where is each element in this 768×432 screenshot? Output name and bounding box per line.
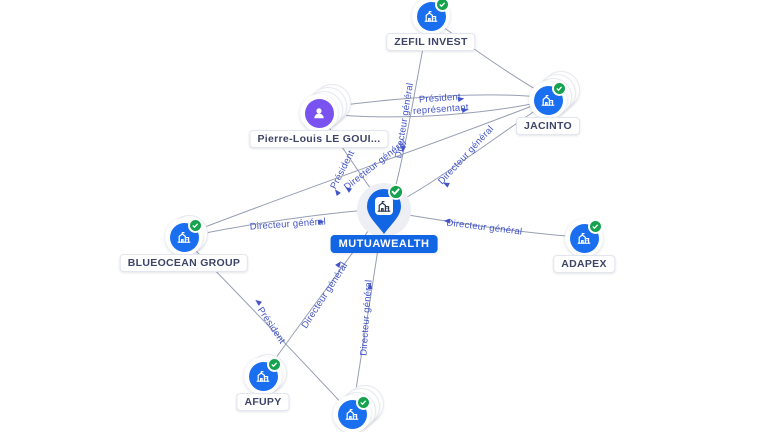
node-label-blueocean[interactable]: BLUEOCEAN GROUP <box>119 254 249 272</box>
edge-label: Directeur général <box>358 279 374 356</box>
person-avatar <box>300 94 338 132</box>
building-icon <box>337 399 367 429</box>
edge-direction-arrow-icon <box>400 145 407 153</box>
edge-direction-arrow-icon <box>345 187 352 193</box>
edge-label: Directeur général <box>300 261 351 331</box>
edge-mutua-adapex <box>389 211 581 238</box>
edge-blueocean-jacinto <box>191 101 543 233</box>
node-label-pierre[interactable]: Pierre-Louis LE GOUI... <box>249 130 389 148</box>
edge-direction-arrow-icon <box>461 107 469 113</box>
edge-label: Directeur général <box>436 124 496 187</box>
edge-direction-arrow-icon <box>317 219 325 225</box>
verified-check-icon <box>435 0 450 12</box>
person-icon <box>304 98 334 128</box>
edge-label: Président <box>255 305 288 346</box>
verified-check-icon <box>267 357 282 372</box>
edge-direction-arrow-icon <box>367 282 373 290</box>
edge-direction-arrow-icon <box>335 261 341 268</box>
edge-label: Directeur général <box>249 216 326 232</box>
map-pin-icon <box>349 167 419 250</box>
edge-direction-arrow-icon <box>255 299 262 306</box>
edge-direction-arrow-icon <box>334 189 341 196</box>
node-label-afupy[interactable]: AFUPY <box>236 393 290 411</box>
node-label-jacinto[interactable]: JACINTO <box>516 117 580 135</box>
edge-pierre-jacinto <box>327 94 541 108</box>
verified-check-icon <box>552 81 567 96</box>
node-label-mutua[interactable]: MUTUAWEALTH <box>330 235 438 253</box>
edge-label: Directeur général <box>446 217 523 237</box>
edge-label: représentant <box>413 102 470 117</box>
edge-direction-arrow-icon <box>457 96 465 102</box>
verified-check-icon <box>588 219 603 234</box>
verified-check-icon <box>188 218 203 233</box>
edge-label: Président <box>419 92 462 106</box>
edge-pierre-jacinto <box>325 101 542 118</box>
edge-direction-arrow-icon <box>442 182 450 188</box>
node-label-adapex[interactable]: ADAPEX <box>553 255 615 273</box>
edge-direction-arrow-icon <box>443 218 451 224</box>
verified-check-icon <box>356 395 371 410</box>
node-label-zefil[interactable]: ZEFIL INVEST <box>386 33 476 51</box>
